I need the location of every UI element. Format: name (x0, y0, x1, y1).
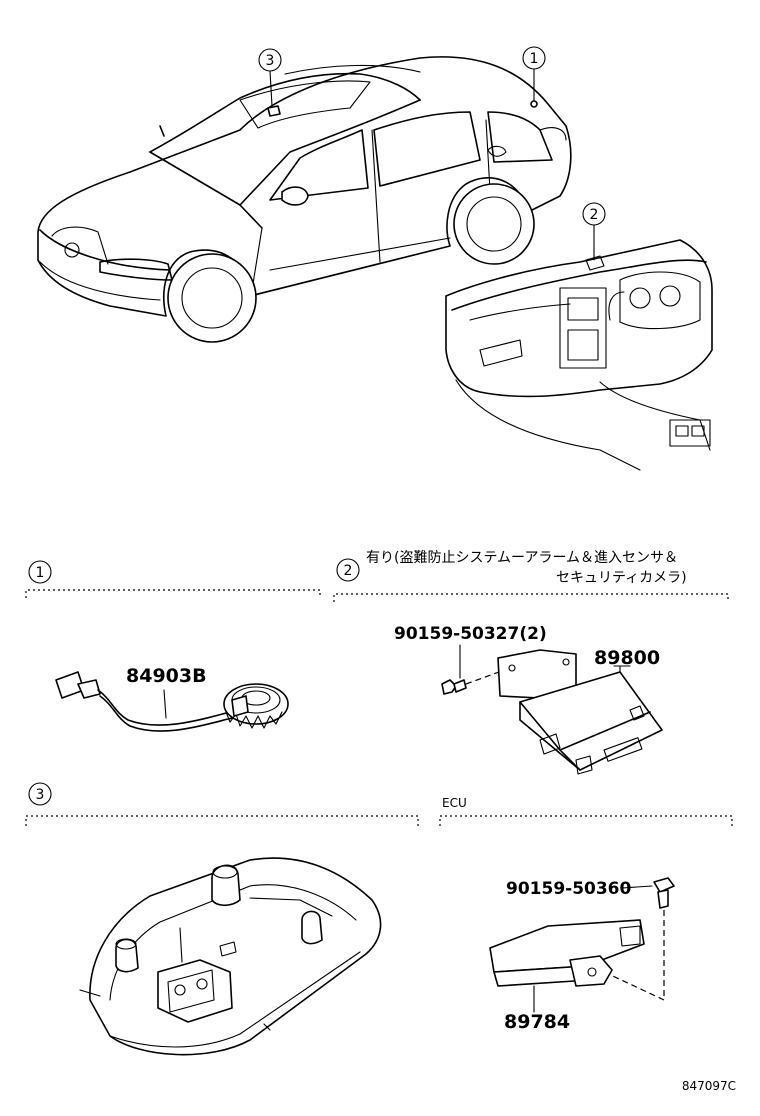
svg-text:3: 3 (266, 53, 275, 69)
callout-1-car: 1 (522, 46, 546, 101)
console-89732-drawing (79, 857, 382, 1056)
svg-text:1: 1 (36, 565, 45, 581)
callout-3-car: 3 (258, 48, 282, 107)
part-84903B-drawing (55, 671, 289, 732)
part-number-84903B: 84903B (126, 665, 207, 687)
part-number-90159-50360: 90159-50360 (506, 879, 632, 899)
section-1: 1 84903B (25, 560, 321, 732)
callout-2-dash: 2 (582, 202, 606, 261)
part-number-89784: 89784 (504, 1011, 570, 1033)
figure-code: 847097C (682, 1079, 736, 1093)
svg-text:3: 3 (36, 787, 45, 803)
svg-text:1: 1 (530, 51, 539, 67)
bolt-90159-50360-drawing (599, 877, 675, 1001)
svg-text:2: 2 (590, 207, 599, 223)
section-2: 2 有り(盗難防止システムーアラーム＆進入センサ＆ セキュリティカメラ) 901… (333, 550, 729, 775)
ecu-89784-drawing (489, 919, 645, 1013)
ecu-section-label: ECU (442, 796, 467, 810)
part-number-89800: 89800 (594, 647, 660, 669)
dashboard-illustration (445, 239, 713, 471)
section-2-note-line1: 有り(盗難防止システムーアラーム＆進入センサ＆ (366, 550, 678, 566)
car-illustration (37, 56, 572, 343)
ecu-89800-drawing (497, 649, 663, 775)
section-ecu: ECU 90159-50360 89784 (439, 796, 733, 1033)
section-3: 3 89732 (25, 782, 419, 1056)
svg-text:2: 2 (344, 563, 353, 579)
section-2-note-line2: セキュリティカメラ) (556, 570, 687, 586)
bolt-90159-50327-drawing (441, 644, 511, 695)
part-number-90159-50327: 90159-50327(2) (394, 624, 547, 644)
